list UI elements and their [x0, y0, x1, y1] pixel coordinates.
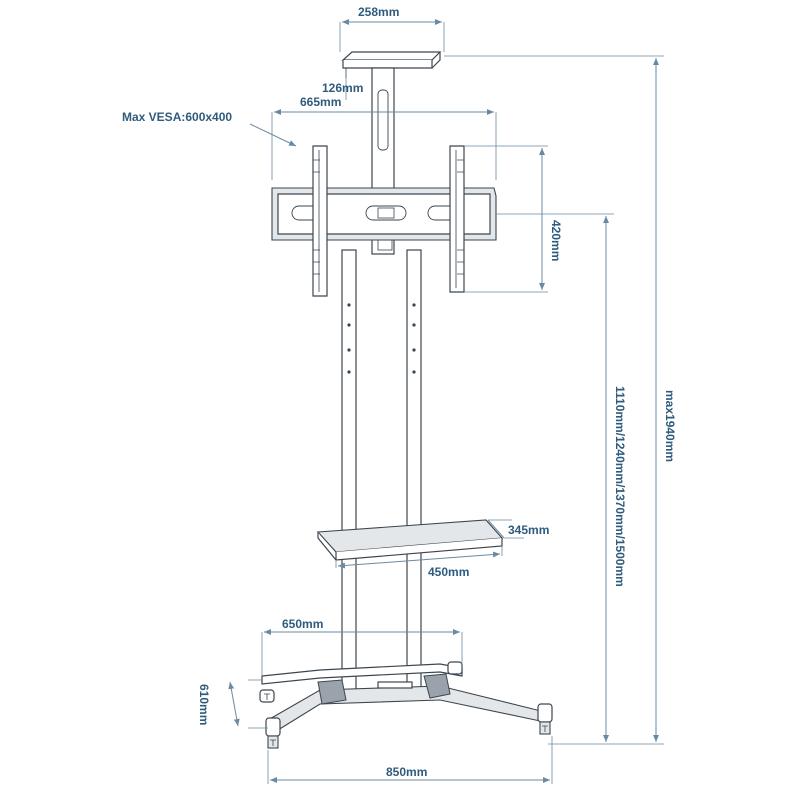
- label-column-height-options: 1110mm/1240mm/1370mm/1500mm: [613, 386, 627, 587]
- label-max-vesa: Max VESA:600x400: [122, 110, 232, 124]
- columns: [341, 249, 422, 691]
- base-frame: [259, 661, 553, 749]
- caster: [447, 661, 463, 675]
- label-base-width: 850mm: [386, 765, 427, 779]
- dimension-lines: [228, 19, 664, 784]
- label-base-inner-width: 650mm: [282, 617, 323, 631]
- label-base-depth: 610mm: [197, 684, 211, 725]
- caster: [537, 703, 553, 735]
- tv-bracket: [271, 145, 497, 297]
- caster: [259, 689, 275, 703]
- label-max-height: max1940mm: [663, 390, 677, 462]
- label-camera-shelf-height: 126mm: [322, 81, 363, 95]
- dimension-labels: 258mm 126mm Max VESA:600x400 665mm 420mm…: [122, 5, 677, 779]
- label-shelf-depth: 345mm: [508, 523, 549, 537]
- caster: [265, 717, 281, 749]
- label-bracket-height: 420mm: [549, 220, 563, 261]
- label-camera-shelf-width: 258mm: [358, 5, 399, 19]
- label-shelf-width: 450mm: [428, 565, 469, 579]
- label-bracket-width: 665mm: [300, 95, 341, 109]
